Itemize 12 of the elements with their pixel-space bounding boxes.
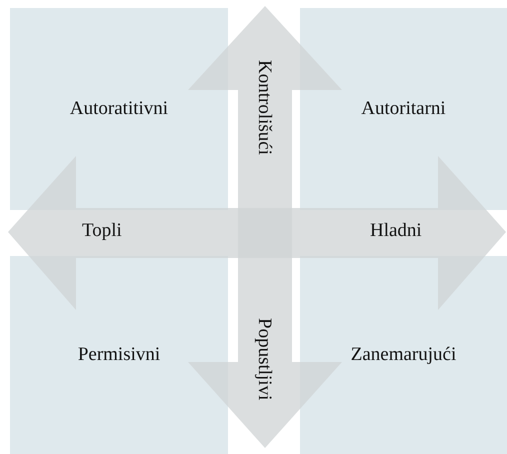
quadrant-panel bbox=[10, 8, 228, 210]
axis-label: Kontrolišući bbox=[253, 60, 275, 155]
quadrant-label: Permisivni bbox=[78, 344, 160, 366]
axis-label: Popustljivi bbox=[253, 318, 275, 400]
axis-label: Hladni bbox=[370, 220, 422, 242]
axis-label: Topli bbox=[82, 220, 122, 242]
quadrant-label: Zanemarujući bbox=[350, 344, 456, 366]
quadrant-label: Autoritarni bbox=[361, 98, 446, 120]
quadrant-panel bbox=[300, 256, 507, 454]
quadrant-panel bbox=[300, 8, 507, 210]
quadrant-panel bbox=[10, 256, 228, 454]
quadrant-label: Autoratitivni bbox=[70, 98, 168, 120]
